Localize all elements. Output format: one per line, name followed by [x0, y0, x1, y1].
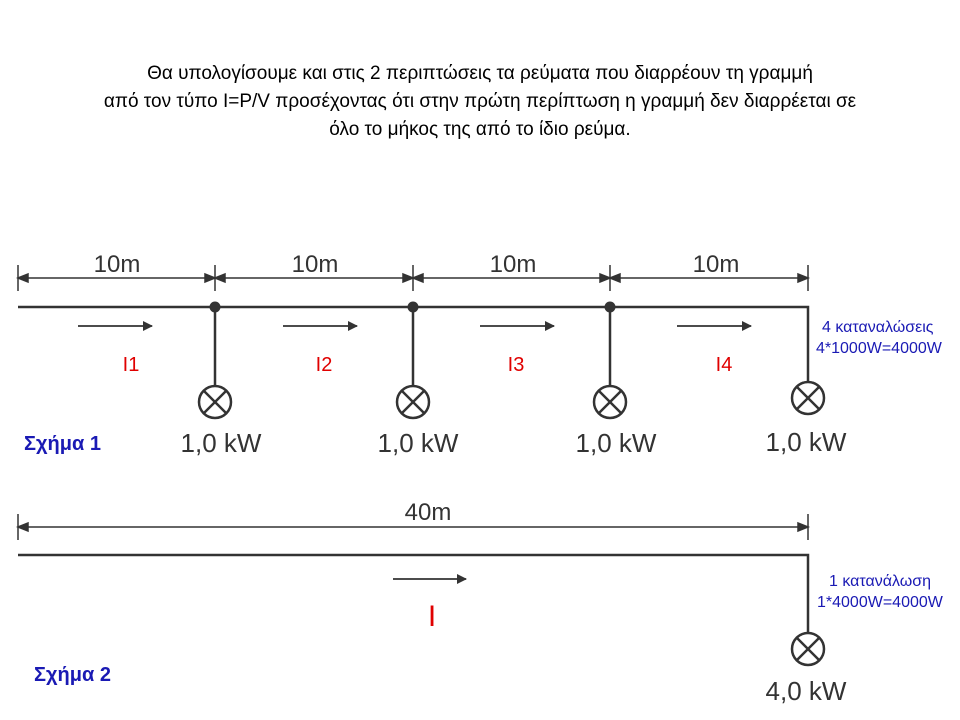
fig1-dimension-line [15, 265, 811, 291]
fig1-main-line [18, 305, 810, 387]
fig2-main-line [18, 553, 810, 633]
lamp-icon [790, 631, 826, 667]
load-label: 1,0 kW [378, 428, 459, 458]
load-label: 1,0 kW [766, 427, 847, 457]
current-label: I [428, 600, 436, 633]
fig2-length-label: 40m [405, 499, 452, 526]
fig2-load-count-note: 1 κατανάλωση [829, 573, 931, 590]
fig1-load-count-note: 4 καταναλώσεις [822, 319, 934, 336]
intro-text: Θα υπολογίσουμε και στις 2 περιπτώσεις τ… [0, 60, 960, 144]
fig1-segment-label: 10m [693, 251, 740, 278]
load-label: 1,0 kW [181, 428, 262, 458]
fig1-segment-label: 10m [490, 251, 537, 278]
figure-1-label: Σχήμα 1 [24, 433, 101, 455]
junction-dot [407, 301, 419, 313]
intro-line-3: όλο το μήκος της από το ίδιο ρεύμα. [329, 119, 631, 140]
figure-2: 40m I 4,0 kW Σχήμα 2 1 κατανάλωση 1*4000… [15, 499, 944, 706]
figure-1: 10m 10m 10m 10m I1 I2 I3 I4 1,0 kW [15, 251, 943, 458]
figure-2-label: Σχήμα 2 [34, 664, 111, 686]
current-label: I4 [716, 354, 733, 376]
junction-dot [604, 301, 616, 313]
lamp-icon [592, 384, 628, 420]
fig1-segment-label: 10m [94, 251, 141, 278]
current-label: I3 [508, 354, 525, 376]
lamp-icon [790, 380, 826, 416]
fig2-dimension-line [15, 514, 811, 540]
intro-line-2: από τον τύπο I=P/V προσέχοντας ότι στην … [103, 91, 857, 112]
fig1-load-total-note: 4*1000W=4000W [816, 340, 943, 357]
current-label: I1 [123, 354, 140, 376]
load-label: 1,0 kW [576, 428, 657, 458]
junction-dot [209, 301, 221, 313]
load-label: 4,0 kW [766, 676, 847, 706]
fig1-segment-label: 10m [292, 251, 339, 278]
fig2-load-total-note: 1*4000W=4000W [817, 594, 944, 611]
current-label: I2 [316, 354, 333, 376]
lamp-icon [395, 384, 431, 420]
lamp-icon [197, 384, 233, 420]
intro-line-1: Θα υπολογίσουμε και στις 2 περιπτώσεις τ… [147, 63, 813, 84]
